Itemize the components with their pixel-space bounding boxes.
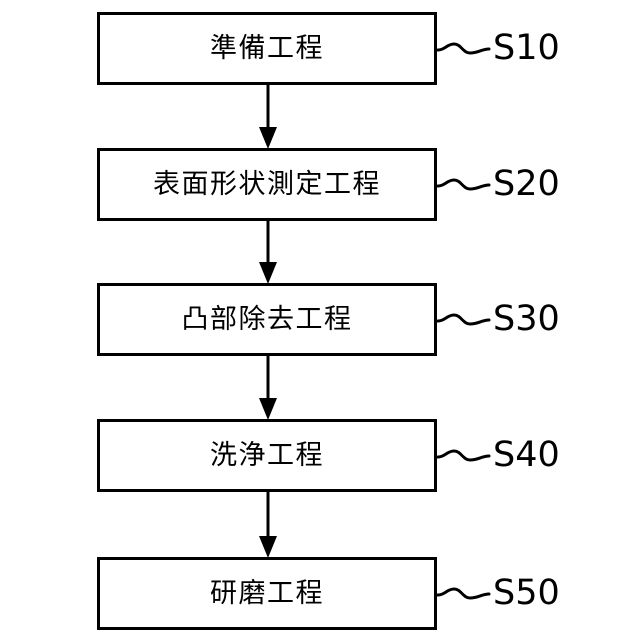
reference-callout-s20: S20 <box>437 148 560 221</box>
reference-number-s50: S50 <box>493 573 560 613</box>
wavy-leader-line-icon <box>437 312 491 326</box>
process-box-s30[interactable]: 凸部除去工程 <box>97 283 437 356</box>
reference-callout-s40: S40 <box>437 419 560 492</box>
reference-number-s20: S20 <box>493 164 560 204</box>
reference-number-s30: S30 <box>493 299 560 339</box>
reference-callout-s10: S10 <box>437 12 560 85</box>
reference-callout-s50: S50 <box>437 557 560 630</box>
arrow-s40-s50 <box>259 492 277 558</box>
reference-number-s40: S40 <box>493 435 560 475</box>
wavy-leader-line-icon <box>437 586 491 600</box>
process-box-s40[interactable]: 洗浄工程 <box>97 419 437 492</box>
process-label-s10: 準備工程 <box>210 33 324 64</box>
process-box-s50[interactable]: 研磨工程 <box>97 557 437 630</box>
arrow-s20-s30 <box>259 221 277 284</box>
reference-callout-s30: S30 <box>437 283 560 356</box>
arrow-s30-s40 <box>259 356 277 420</box>
process-box-s10[interactable]: 準備工程 <box>97 12 437 85</box>
process-label-s40: 洗浄工程 <box>210 440 324 471</box>
wavy-leader-line-icon <box>437 41 491 55</box>
wavy-leader-line-icon <box>437 177 491 191</box>
process-label-s30: 凸部除去工程 <box>181 304 353 335</box>
process-label-s50: 研磨工程 <box>210 578 324 609</box>
process-box-s20[interactable]: 表面形状測定工程 <box>97 148 437 221</box>
reference-number-s10: S10 <box>493 28 560 68</box>
process-label-s20: 表面形状測定工程 <box>153 169 381 200</box>
arrow-s10-s20 <box>259 85 277 149</box>
wavy-leader-line-icon <box>437 448 491 462</box>
